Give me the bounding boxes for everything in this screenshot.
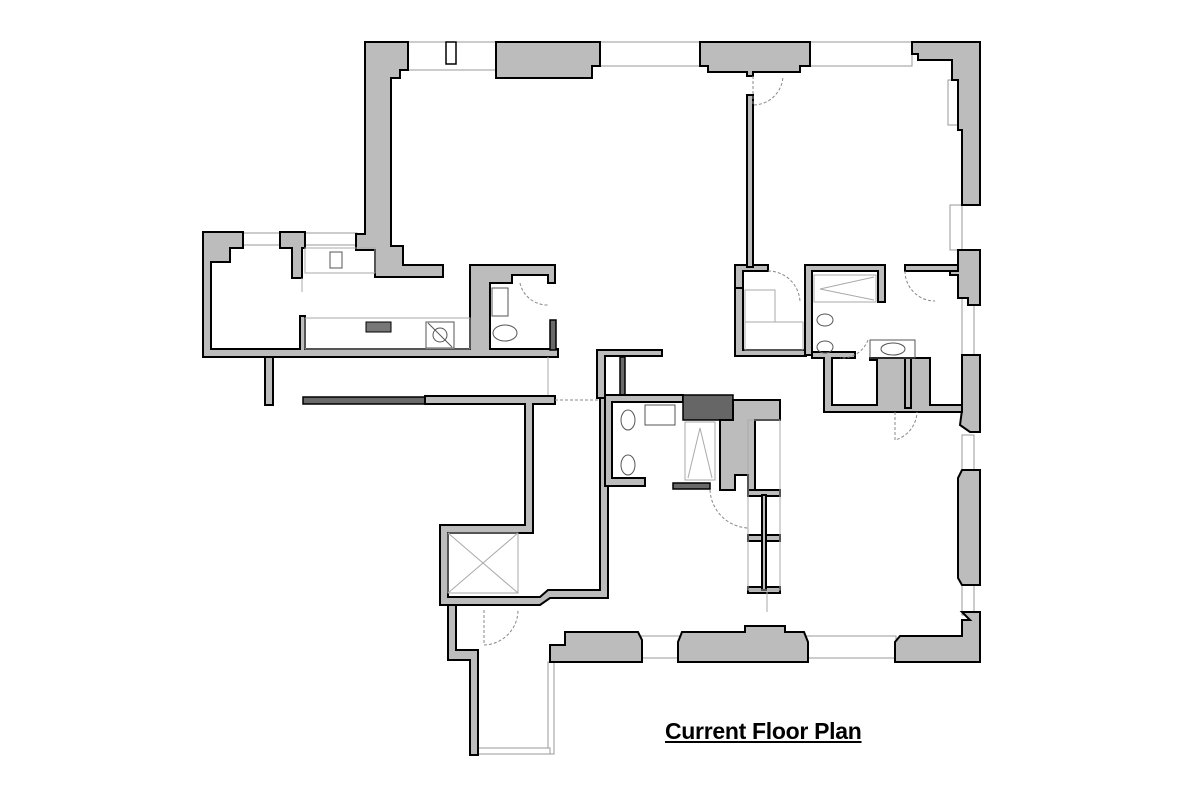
windows bbox=[242, 41, 975, 755]
closets bbox=[747, 419, 781, 612]
exterior-walls bbox=[202, 41, 981, 756]
kitchen-fixtures bbox=[301, 247, 600, 401]
central-bathroom bbox=[596, 349, 781, 529]
plan-title: Current Floor Plan bbox=[665, 718, 862, 744]
right-bathrooms bbox=[734, 75, 963, 441]
elevator-shaft bbox=[447, 532, 519, 646]
